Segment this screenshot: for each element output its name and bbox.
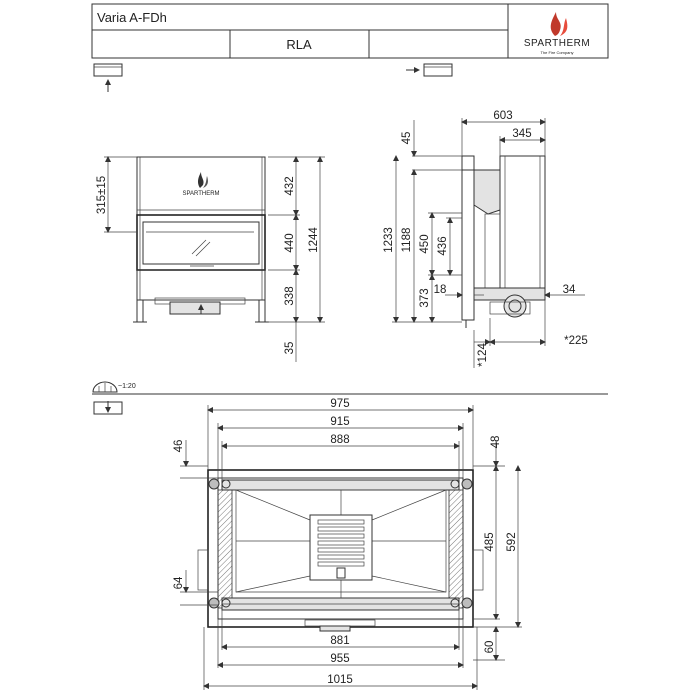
side-view-indicator-icon bbox=[406, 63, 453, 77]
ash-grate-icon bbox=[317, 519, 365, 567]
plan-dim-right-top: 48 bbox=[490, 436, 502, 449]
side-dim-right-offset: 34 bbox=[563, 284, 576, 296]
front-dim-top: 432 bbox=[284, 176, 296, 195]
plan-header: ~1:20 bbox=[92, 381, 608, 415]
side-dim-total: 1233 bbox=[383, 227, 395, 253]
side-dim-mid: 436 bbox=[437, 236, 449, 255]
side-dim-rear: *225 bbox=[564, 335, 588, 347]
plan-dim-front: 60 bbox=[484, 641, 496, 654]
side-dim-lower: 373 bbox=[419, 288, 431, 307]
side-dim-collar: 45 bbox=[401, 132, 413, 145]
front-dim-feet: 35 bbox=[284, 342, 296, 355]
front-dim-door: 440 bbox=[284, 233, 296, 252]
variant-label: RLA bbox=[286, 37, 312, 52]
side-dim-wall: 18 bbox=[434, 284, 447, 296]
side-dim-left-offset: *124 bbox=[477, 343, 489, 367]
plan-dim-bottom-outer: 1015 bbox=[327, 674, 353, 686]
model-name: Varia A-FDh bbox=[97, 10, 167, 25]
brand-name: SPARTHERM bbox=[524, 38, 590, 49]
brand-tagline: The Fire Company bbox=[540, 50, 573, 55]
plan-dim-left-bottom: 64 bbox=[173, 576, 185, 589]
plan-dim-width-inner: 888 bbox=[330, 434, 349, 446]
side-dim-body-depth: 345 bbox=[512, 128, 531, 140]
title-block: Varia A-FDh RLA SPARTHERM The Fire Compa… bbox=[91, 3, 609, 59]
plan-dim-width-mid: 915 bbox=[330, 416, 349, 428]
spartherm-flame-logo-icon bbox=[550, 12, 568, 36]
plan-dim-bottom-inner: 881 bbox=[330, 635, 349, 647]
side-dim-inner: 1188 bbox=[401, 228, 413, 253]
side-dim-upper: 450 bbox=[419, 234, 431, 253]
side-dim-depth: 603 bbox=[493, 110, 512, 122]
plan-view: 975 915 888 46 48 485 592 60 64 bbox=[173, 398, 522, 690]
plan-dim-width-outer: 975 bbox=[330, 398, 349, 410]
scale-icon bbox=[92, 381, 118, 393]
front-view: SPARTHERM 432 440 338 1244 35 bbox=[96, 156, 325, 362]
plan-dim-inner-depth: 485 bbox=[484, 532, 496, 551]
front-dim-total: 1244 bbox=[308, 227, 320, 253]
front-flame-icon bbox=[198, 172, 208, 188]
top-view-indicator-icon bbox=[93, 401, 123, 415]
front-dim-opening: 315±15 bbox=[96, 176, 108, 214]
front-dim-bottom: 338 bbox=[284, 286, 296, 305]
front-logo-text: SPARTHERM bbox=[182, 191, 219, 197]
plan-dim-bottom-mid: 955 bbox=[330, 653, 349, 665]
front-view-indicator-icon bbox=[93, 63, 123, 92]
scale-label: ~1:20 bbox=[118, 383, 136, 390]
plan-dim-total-depth: 592 bbox=[506, 532, 518, 551]
side-view: 603 345 45 1233 1188 450 436 373 18 34 *… bbox=[383, 110, 588, 368]
plan-dim-left-top: 46 bbox=[173, 440, 185, 453]
